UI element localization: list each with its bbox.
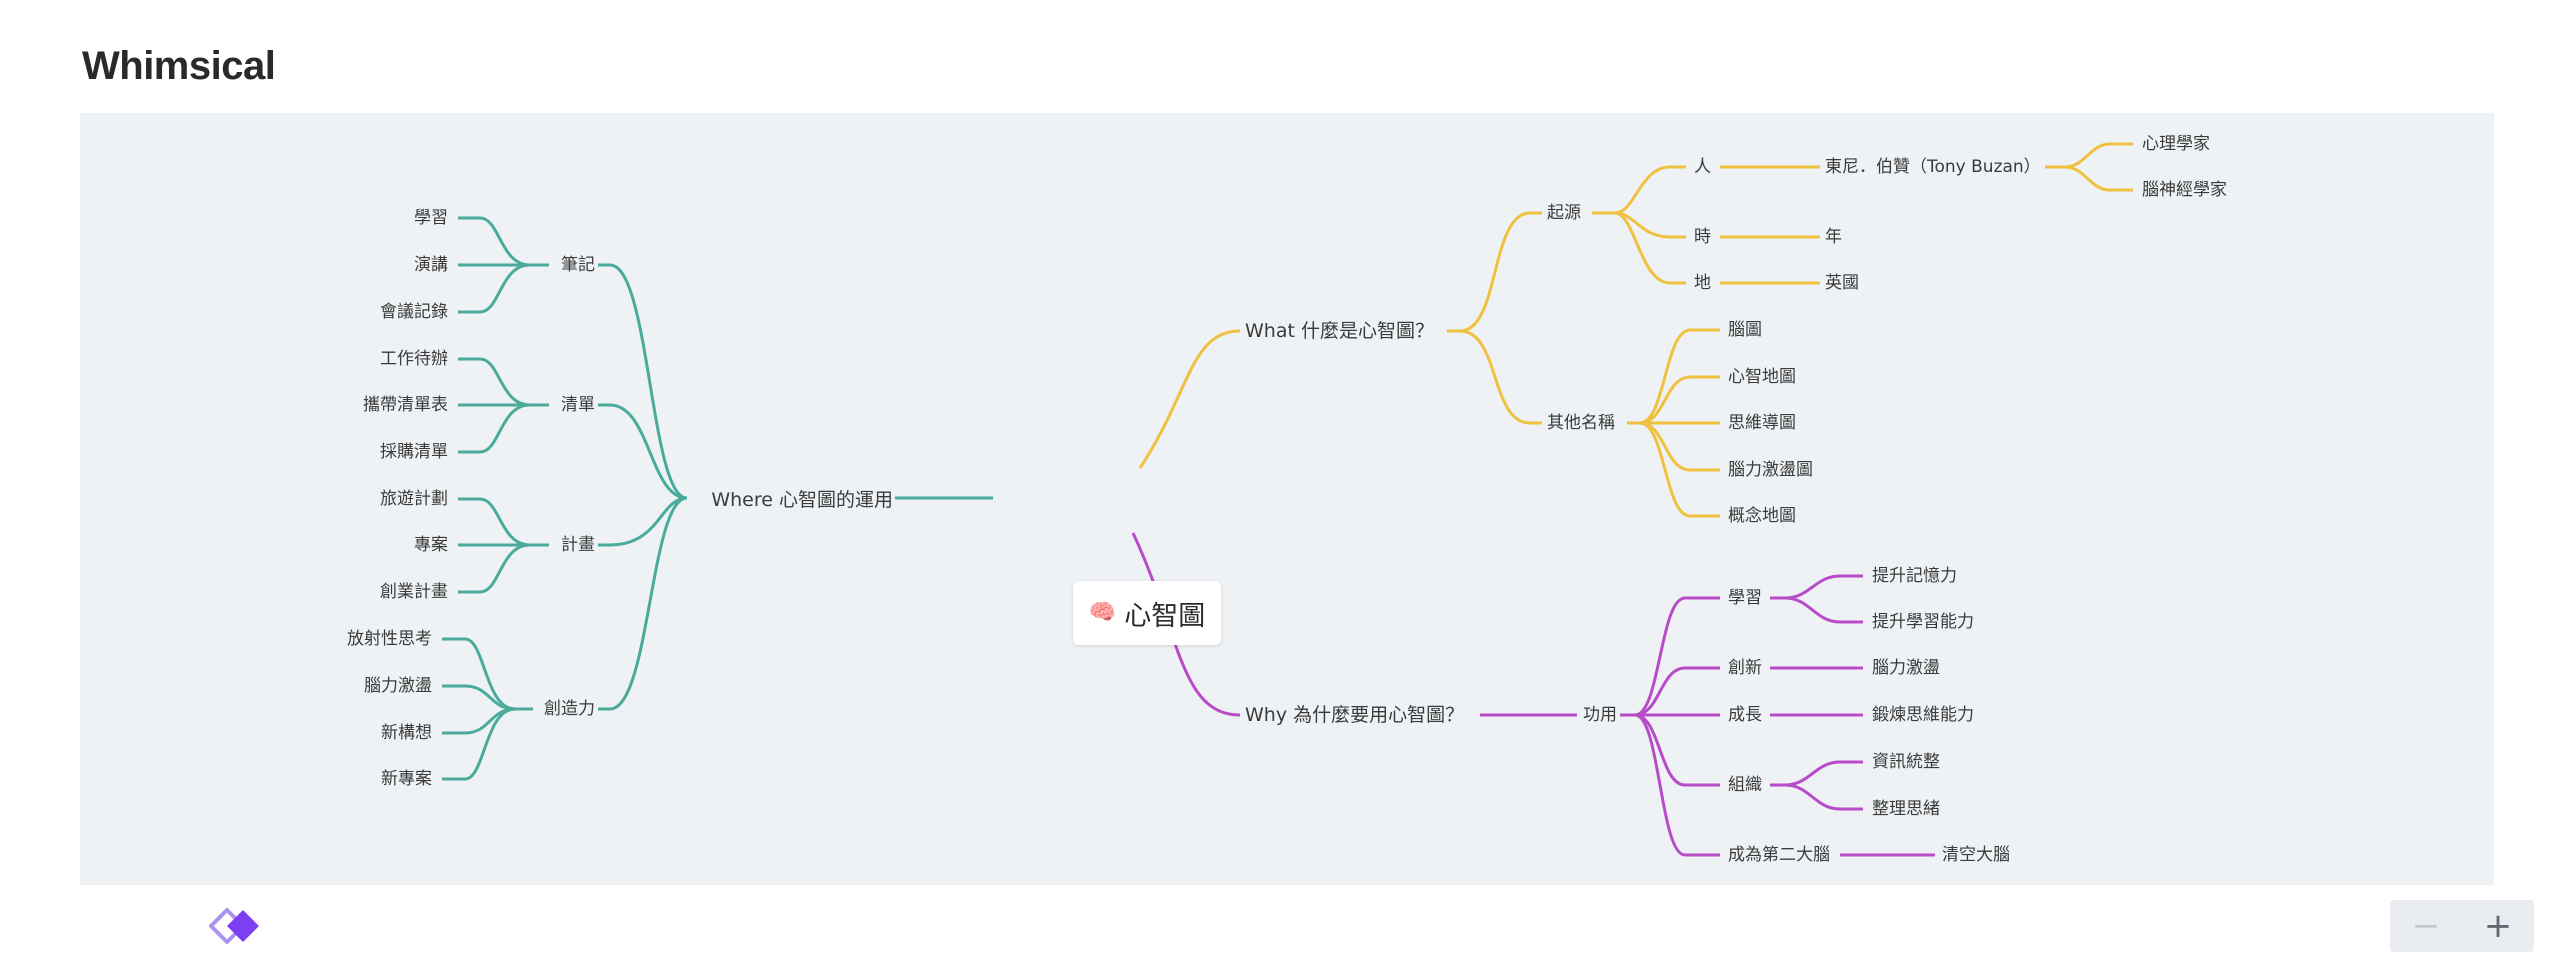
leaf-node[interactable]: 學習 (414, 208, 448, 228)
function-item-node[interactable]: 成為第二大腦 (1728, 845, 1830, 865)
center-node[interactable]: 🧠 心智圖 (1073, 581, 1221, 645)
leaf-node[interactable]: 提升學習能力 (1872, 612, 1974, 632)
zoom-in-button[interactable]: + (2483, 906, 2513, 946)
leaf-node[interactable]: 心理學家 (2142, 134, 2210, 154)
leaf-node[interactable]: 清空大腦 (1942, 845, 2010, 865)
leaf-node[interactable]: 攜帶清單表 (363, 395, 448, 415)
leaf-node[interactable]: 資訊統整 (1872, 752, 1940, 772)
origin-node[interactable]: 起源 (1547, 203, 1581, 223)
group-node-creativity[interactable]: 創造力 (544, 699, 595, 719)
place-node[interactable]: 地 (1694, 273, 1711, 293)
leaf-node[interactable]: 腦力激盪圖 (1728, 460, 1813, 480)
leaf-node[interactable]: 年 (1825, 227, 1842, 247)
group-node-lists[interactable]: 清單 (561, 395, 595, 415)
leaf-node[interactable]: 新構想 (381, 723, 432, 743)
leaf-node[interactable]: 採購清單 (380, 442, 448, 462)
where-node[interactable]: Where 心智圖的運用 (711, 489, 893, 511)
leaf-node[interactable]: 腦力激盪 (1872, 658, 1940, 678)
leaf-node[interactable]: 專案 (414, 535, 448, 555)
leaf-node[interactable]: 演講 (414, 255, 448, 275)
connector-layer (442, 142, 2133, 857)
center-node-label: 心智圖 (1124, 600, 1206, 632)
leaf-node[interactable]: 創業計畫 (380, 582, 448, 602)
group-node-plans[interactable]: 計畫 (561, 535, 595, 555)
person-name-node[interactable]: 東尼．伯贊（Tony Buzan） (1825, 157, 2041, 177)
function-item-node[interactable]: 學習 (1728, 588, 1762, 608)
leaf-node[interactable]: 腦力激盪 (364, 676, 432, 696)
leaf-node[interactable]: 整理思緒 (1872, 799, 1940, 819)
person-node[interactable]: 人 (1694, 157, 1711, 177)
mindmap-canvas[interactable]: 🧠 心智圖 Where 心智圖的運用 筆記 清單 計畫 創造力 學習 演講 會議… (80, 113, 2534, 952)
leaf-node[interactable]: 旅遊計劃 (380, 489, 448, 509)
function-item-node[interactable]: 組織 (1728, 775, 1762, 795)
zoom-out-button[interactable]: − (2411, 906, 2441, 946)
leaf-node[interactable]: 新專案 (381, 769, 432, 789)
zoom-controls: − + (2390, 900, 2534, 952)
function-item-node[interactable]: 創新 (1728, 658, 1762, 678)
time-node[interactable]: 時 (1694, 227, 1711, 247)
leaf-node[interactable]: 概念地圖 (1728, 506, 1796, 526)
function-node[interactable]: 功用 (1583, 705, 1617, 725)
function-item-node[interactable]: 成長 (1728, 705, 1762, 725)
leaf-node[interactable]: 鍛煉思維能力 (1872, 705, 1974, 725)
leaf-node[interactable]: 思維導圖 (1728, 413, 1796, 433)
app-title: Whimsical (82, 44, 276, 88)
leaf-node[interactable]: 腦神經學家 (2142, 180, 2227, 200)
leaf-node[interactable]: 腦圖 (1728, 320, 1762, 340)
group-node-notes[interactable]: 筆記 (561, 255, 595, 275)
whimsical-logo-icon[interactable] (207, 906, 269, 946)
what-node[interactable]: What 什麼是心智圖？ (1245, 320, 1434, 342)
leaf-node[interactable]: 會議記錄 (380, 302, 448, 322)
leaf-node[interactable]: 放射性思考 (347, 629, 432, 649)
leaf-node[interactable]: 心智地圖 (1728, 367, 1796, 387)
leaf-node[interactable]: 英國 (1825, 273, 1859, 293)
other-names-node[interactable]: 其他名稱 (1547, 413, 1615, 433)
leaf-node[interactable]: 提升記憶力 (1872, 566, 1957, 586)
why-node[interactable]: Why 為什麼要用心智圖？ (1245, 704, 1465, 726)
brain-icon: 🧠 (1088, 600, 1117, 625)
leaf-node[interactable]: 工作待辦 (380, 349, 448, 369)
